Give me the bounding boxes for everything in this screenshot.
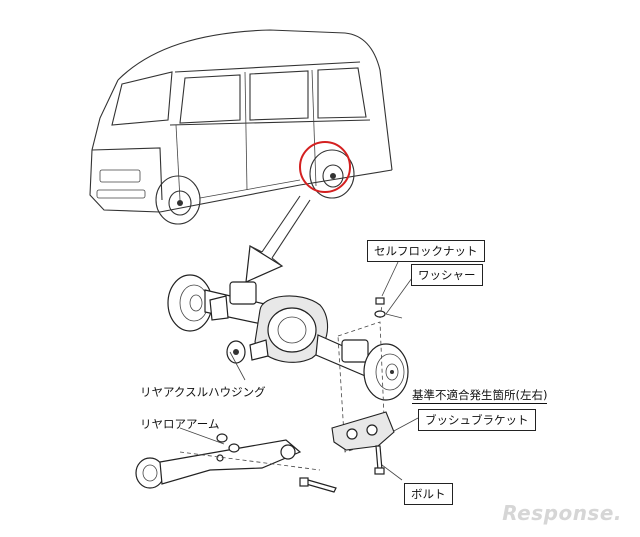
bolt-label: ボルト	[404, 483, 453, 505]
bush-bracket-part	[331, 411, 395, 451]
highlight-circle	[299, 141, 351, 193]
nut-washer-parts	[374, 297, 403, 319]
defect-location-label: 基準不適合発生箇所(左右)	[412, 388, 548, 404]
rear-lower-arm-label: リヤロアアーム	[140, 417, 220, 431]
self-lock-nut-label: セルフロックナット	[367, 240, 485, 262]
bolt-part	[374, 445, 385, 475]
response-watermark: Response.	[502, 501, 622, 525]
pointer-arrow	[245, 195, 311, 283]
rear-lower-arm-part	[135, 433, 337, 493]
van-illustration	[89, 29, 393, 225]
rear-axle-assembly	[167, 274, 409, 401]
bush-bracket-label: ブッシュブラケット	[418, 409, 536, 431]
rear-axle-housing-label: リヤアクスルハウジング	[140, 385, 266, 399]
washer-label: ワッシャー	[411, 264, 483, 286]
